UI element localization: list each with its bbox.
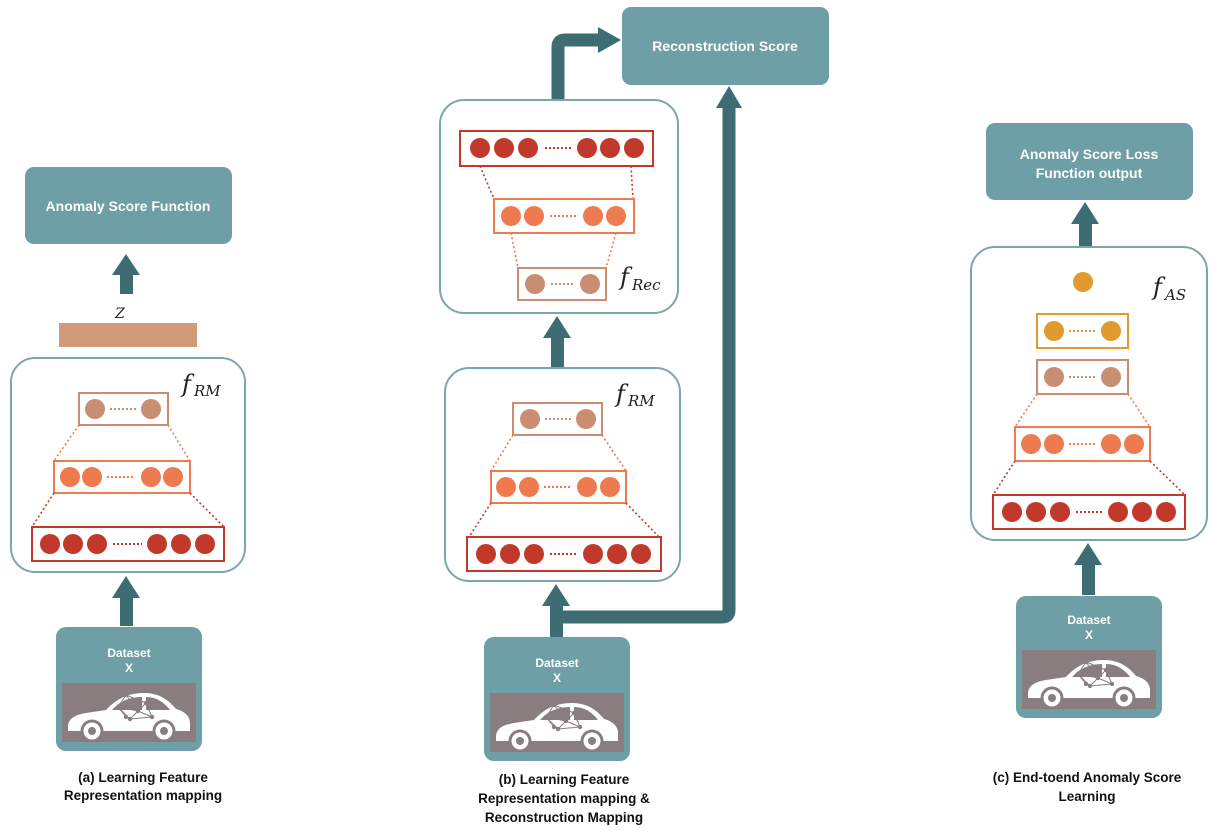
- caption-b-line1: (b) Learning Feature: [499, 772, 630, 787]
- caption-c-line1: (c) End-toend Anomaly Score: [993, 770, 1182, 785]
- arrow-up-icon: [1074, 543, 1102, 595]
- anomaly-score-loss-label-line1: Anomaly Score Loss: [1020, 146, 1159, 162]
- caption-b-line2: Representation mapping &: [478, 791, 650, 806]
- bypass-arrow-icon: [563, 86, 742, 624]
- arrow-up-icon: [543, 316, 571, 368]
- latent-z-bar: [59, 323, 197, 347]
- layer-dark-red: [459, 130, 654, 167]
- dataset-label: Dataset: [535, 656, 578, 670]
- dataset-x-label: X: [553, 671, 561, 685]
- neuron: [141, 399, 161, 419]
- output-neuron: [1073, 272, 1093, 292]
- f-rm-label-sub: RM: [193, 382, 221, 400]
- z-label: Z: [114, 306, 125, 322]
- f-as-label-sub: AS: [1163, 286, 1186, 304]
- reconstruction-score-label: Reconstruction Score: [652, 38, 798, 54]
- panel-a: Anomaly Score Function Z f RM: [10, 167, 246, 803]
- arrow-up-icon: [112, 576, 140, 626]
- neuron: [85, 399, 105, 419]
- dataset-x-label: X: [125, 661, 133, 675]
- reconstruction-score-box: [622, 7, 829, 85]
- caption-b-line3: Reconstruction Mapping: [485, 810, 643, 825]
- f-rec-label-sub: Rec: [631, 276, 661, 294]
- panel-c: Anomaly Score Loss Function output f AS: [970, 123, 1208, 804]
- arrow-up-icon: [1071, 202, 1099, 248]
- arrow-up-icon: [112, 254, 140, 294]
- anomaly-score-function-label: Anomaly Score Function: [46, 198, 211, 214]
- anomaly-score-function-box: [25, 167, 232, 244]
- anomaly-score-loss-box: [986, 123, 1193, 200]
- caption-a-line2: Representation mapping: [64, 788, 222, 803]
- f-rm-label-sub: RM: [627, 392, 655, 410]
- elbow-arrow-icon: [551, 27, 621, 100]
- dataset-label: Dataset: [107, 646, 150, 660]
- caption-a-line1: (a) Learning Feature: [78, 770, 208, 785]
- caption-c-line2: Learning: [1058, 789, 1115, 804]
- panel-b: Reconstruction Score f Rec: [439, 7, 829, 825]
- anomaly-score-loss-label-line2: Function output: [1036, 165, 1143, 181]
- dataset-x-label: X: [1085, 628, 1093, 642]
- dataset-label: Dataset: [1067, 613, 1110, 627]
- arrow-up-icon: [542, 584, 570, 638]
